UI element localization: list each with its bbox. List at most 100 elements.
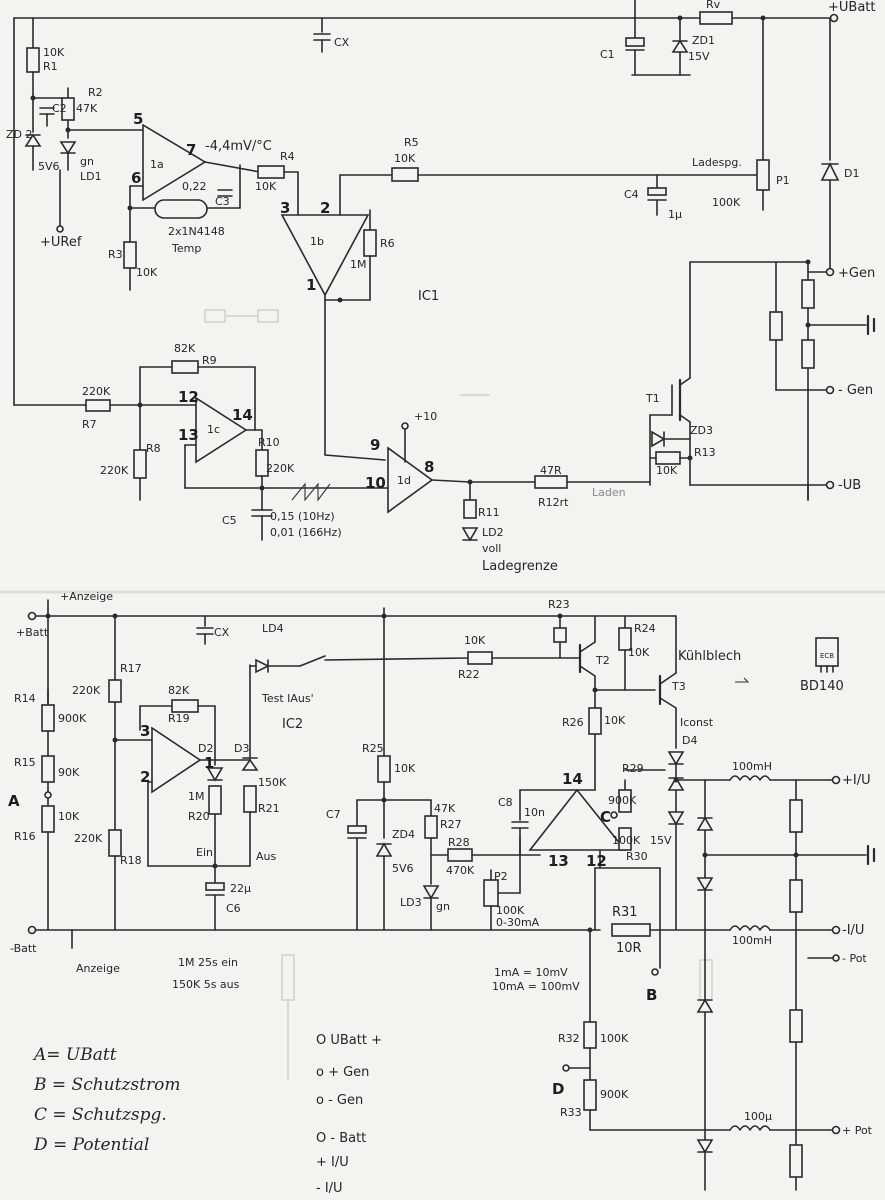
zener-zd3 (651, 430, 666, 448)
ic2-pin-14: 14 (562, 770, 583, 788)
top-labels: +UBatt +Gen - Gen -UB +URef -4,4mV/°C IC… (6, 0, 876, 574)
r20-val: 1M (188, 790, 205, 803)
bottom-labels: +Batt +Anzeige -Batt Anzeige +I/U -I/U -… (8, 590, 873, 1196)
legend-b: B = Schutzstrom (33, 1075, 180, 1095)
led-ld2 (461, 527, 479, 542)
r6-val: 1M (350, 258, 367, 271)
r17-val: 220K (72, 684, 101, 697)
cx-top: CX (334, 36, 350, 49)
r5-ref: R5 (404, 136, 419, 149)
ld2-val: voll (482, 542, 501, 555)
terminal-pot-minus[interactable] (832, 954, 840, 962)
terminal-iu-minus[interactable] (831, 925, 841, 935)
resistor-r5 (391, 167, 419, 182)
diode-d2 (206, 767, 224, 782)
laden-label: Laden (592, 486, 626, 499)
label-batt-plus: +Batt (16, 626, 49, 639)
resistor-r17 (108, 679, 122, 703)
diode-d3 (241, 758, 259, 771)
terminal-batt-minus[interactable] (27, 925, 37, 935)
pin-6: 6 (131, 169, 141, 187)
label-temp-coeff: -4,4mV/°C (205, 139, 272, 154)
kuehlblech-label: Kühlblech (678, 649, 741, 664)
r19-ref: R19 (168, 712, 190, 725)
ladespg-label: Ladespg. (692, 156, 742, 169)
c6-val: 22µ (230, 882, 251, 895)
diodes-label: Temp (171, 242, 201, 255)
opamp-1a (142, 123, 207, 202)
r4-val: 10K (255, 180, 277, 193)
varistor-1 (801, 279, 815, 309)
pot-p1[interactable] (756, 159, 770, 191)
ind2-val: 100mH (732, 934, 772, 947)
r24-ref: R24 (634, 622, 656, 635)
term-list-2: o + Gen (316, 1065, 369, 1080)
led-ld3 (422, 885, 440, 900)
r18-val: 220K (74, 832, 103, 845)
terminal-uref[interactable] (56, 225, 64, 233)
label-pot-minus: - Pot (842, 952, 867, 965)
c1-ref: C1 (600, 48, 615, 61)
ld2-ref: LD2 (482, 526, 504, 539)
r25-val: 10K (394, 762, 416, 775)
opamp-ic2b (528, 788, 627, 851)
led-ld1 (59, 141, 77, 155)
label-op-1d: 1d (397, 474, 411, 487)
test-point-b[interactable] (651, 968, 659, 976)
terminal-batt-plus[interactable] (27, 611, 37, 621)
r1-val: 10K (43, 46, 65, 59)
zener-zd1 (671, 39, 689, 53)
r28-val: 470K (446, 864, 475, 877)
pot-p2[interactable] (483, 879, 499, 907)
fuse-4 (789, 1144, 803, 1178)
r9-ref: R9 (202, 354, 217, 367)
terminal-ubatt-minus[interactable] (825, 480, 835, 490)
legend-d: D = Potential (33, 1135, 149, 1155)
resistor-r7 (85, 399, 111, 412)
pin-12: 12 (178, 388, 199, 406)
bd140-label: BD140 (800, 679, 844, 694)
test-point-d[interactable] (562, 1064, 570, 1072)
terminal-iu-plus[interactable] (831, 775, 841, 785)
r3-val: 10K (136, 266, 158, 279)
terminal-pot-plus[interactable] (831, 1125, 841, 1135)
r4-ref: R4 (280, 150, 295, 163)
label-ubatt-plus: +UBatt (828, 0, 876, 15)
term-list-5: + I/U (316, 1155, 349, 1170)
scale-2: 10mA = 100mV (492, 980, 580, 993)
zener-15v (667, 776, 685, 791)
resistor-r32 (583, 1021, 597, 1049)
inductor-3 (729, 1125, 771, 1131)
r2-val: 47K (76, 102, 98, 115)
terminal-gen-plus[interactable] (825, 267, 835, 277)
r11-ref: R11 (478, 506, 500, 519)
resistor-r16 (41, 805, 55, 833)
zener-r1 (696, 816, 714, 831)
resistor-r27 (424, 815, 438, 839)
ic2-pin-1: 1 (204, 754, 214, 772)
r30-ref: R30 (626, 850, 648, 863)
c6-ref: C6 (226, 902, 241, 915)
r23-ref: R23 (548, 598, 570, 611)
inductor-1 (729, 775, 771, 781)
resistor-r33 (583, 1079, 597, 1111)
r1-ref: R1 (43, 60, 58, 73)
test-label: Test IAus' (261, 692, 314, 705)
label-uref: +URef (40, 235, 82, 250)
test-point-a[interactable] (44, 791, 52, 799)
ld3-ref: LD3 (400, 896, 422, 909)
test-switch[interactable] (299, 655, 326, 667)
varistor-2 (801, 339, 815, 369)
label-ic2: IC2 (282, 717, 303, 732)
terminal-ubatt-plus[interactable] (829, 13, 839, 23)
test-point-c[interactable] (610, 811, 618, 819)
c3-val: 0,22 (182, 180, 207, 193)
resistor-r4 (257, 165, 285, 179)
r12-val: 47R (540, 464, 562, 477)
fuse-2 (789, 879, 803, 913)
scale-1: 1mA = 10mV (494, 966, 568, 979)
resistor-r9 (171, 360, 199, 374)
terminal-gen-minus[interactable] (825, 385, 835, 395)
ld4-ref: LD4 (262, 622, 284, 635)
